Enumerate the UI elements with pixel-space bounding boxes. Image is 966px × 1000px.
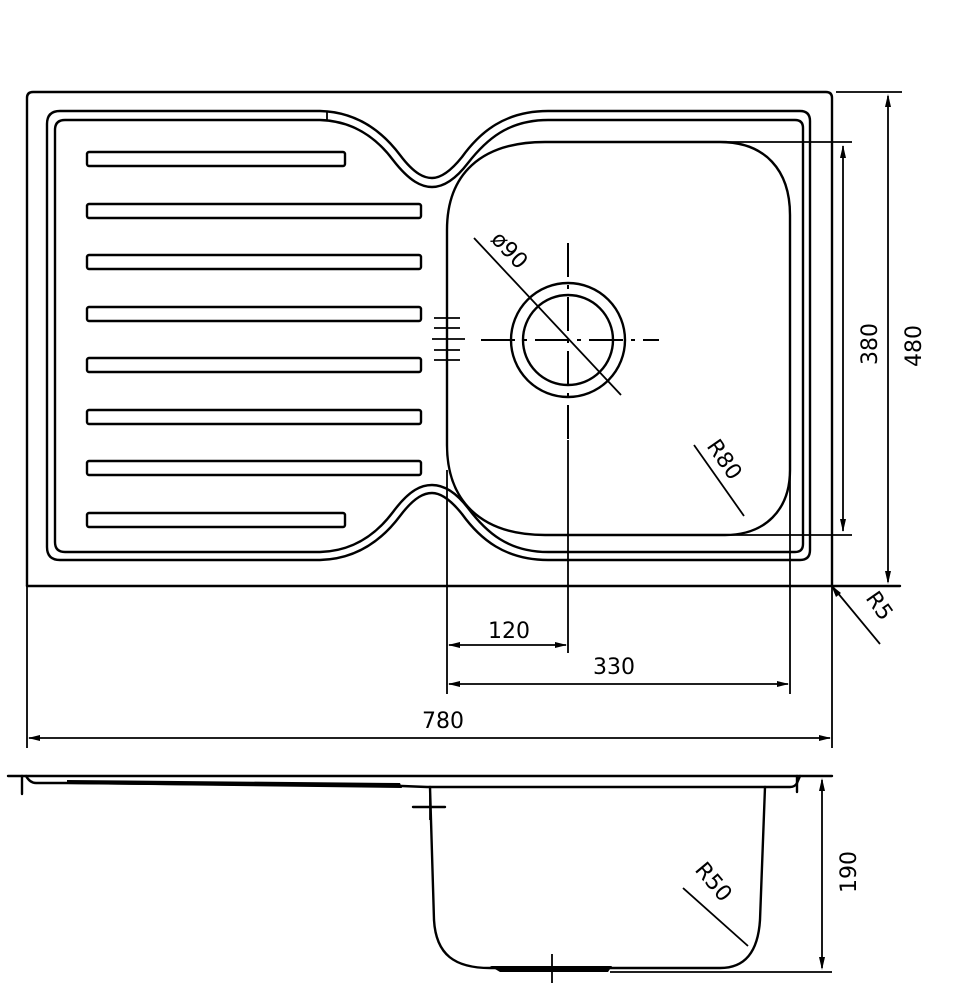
drainer-slot: [85, 459, 423, 477]
arrow-icon: [840, 145, 846, 158]
drainer-slot: [85, 408, 423, 426]
bowl-radius-label: R80: [701, 435, 746, 485]
rim-inner: [53, 118, 805, 554]
arrow-icon: [819, 735, 831, 741]
drainer-slot: [85, 253, 423, 271]
drainer-slot: [85, 305, 423, 323]
overflow-marks: [432, 317, 465, 361]
side-drainer-thick: [67, 780, 402, 788]
side-bowl-profile: [428, 785, 767, 970]
arrow-icon: [831, 585, 841, 597]
arrow-icon: [555, 642, 567, 648]
outer-radius-leader: [831, 585, 881, 645]
dim-label-120: 120: [488, 619, 530, 644]
outer-radius-label: R5: [860, 587, 897, 625]
bowl-outline: [445, 140, 792, 537]
arrow-icon: [885, 94, 891, 107]
drain-diameter-label: ø90: [486, 227, 533, 274]
top-view: ø90 R80 380 480 R5 120 330 780: [25, 90, 927, 748]
dim-label-780: 780: [422, 709, 464, 734]
drain-diameter-leader: [473, 237, 622, 396]
side-view: R50 190: [6, 774, 862, 983]
dim-label-380: 380: [858, 323, 883, 365]
arrow-icon: [819, 957, 825, 970]
side-drainer-underside: [24, 774, 802, 789]
drainer-slot: [85, 511, 347, 529]
rim-outer: [45, 109, 812, 562]
bowl-radius-leader: [693, 444, 745, 517]
outer-frame: [25, 90, 834, 588]
arrow-icon: [28, 735, 40, 741]
dim-label-480: 480: [902, 325, 927, 367]
drainer-slot: [85, 356, 423, 374]
dim-label-190: 190: [837, 851, 862, 893]
drainer-slot: [85, 150, 347, 168]
dim-label-330: 330: [593, 655, 635, 680]
arrow-icon: [448, 681, 460, 687]
arrow-icon: [819, 778, 825, 791]
drainer-slots: [85, 150, 423, 529]
arrow-icon: [840, 519, 846, 532]
arrow-icon: [448, 642, 460, 648]
arrow-icon: [885, 571, 891, 584]
arrow-icon: [777, 681, 789, 687]
side-radius-leader: [682, 887, 749, 947]
drainer-slot: [85, 202, 423, 220]
side-drain-flange: [490, 966, 612, 972]
